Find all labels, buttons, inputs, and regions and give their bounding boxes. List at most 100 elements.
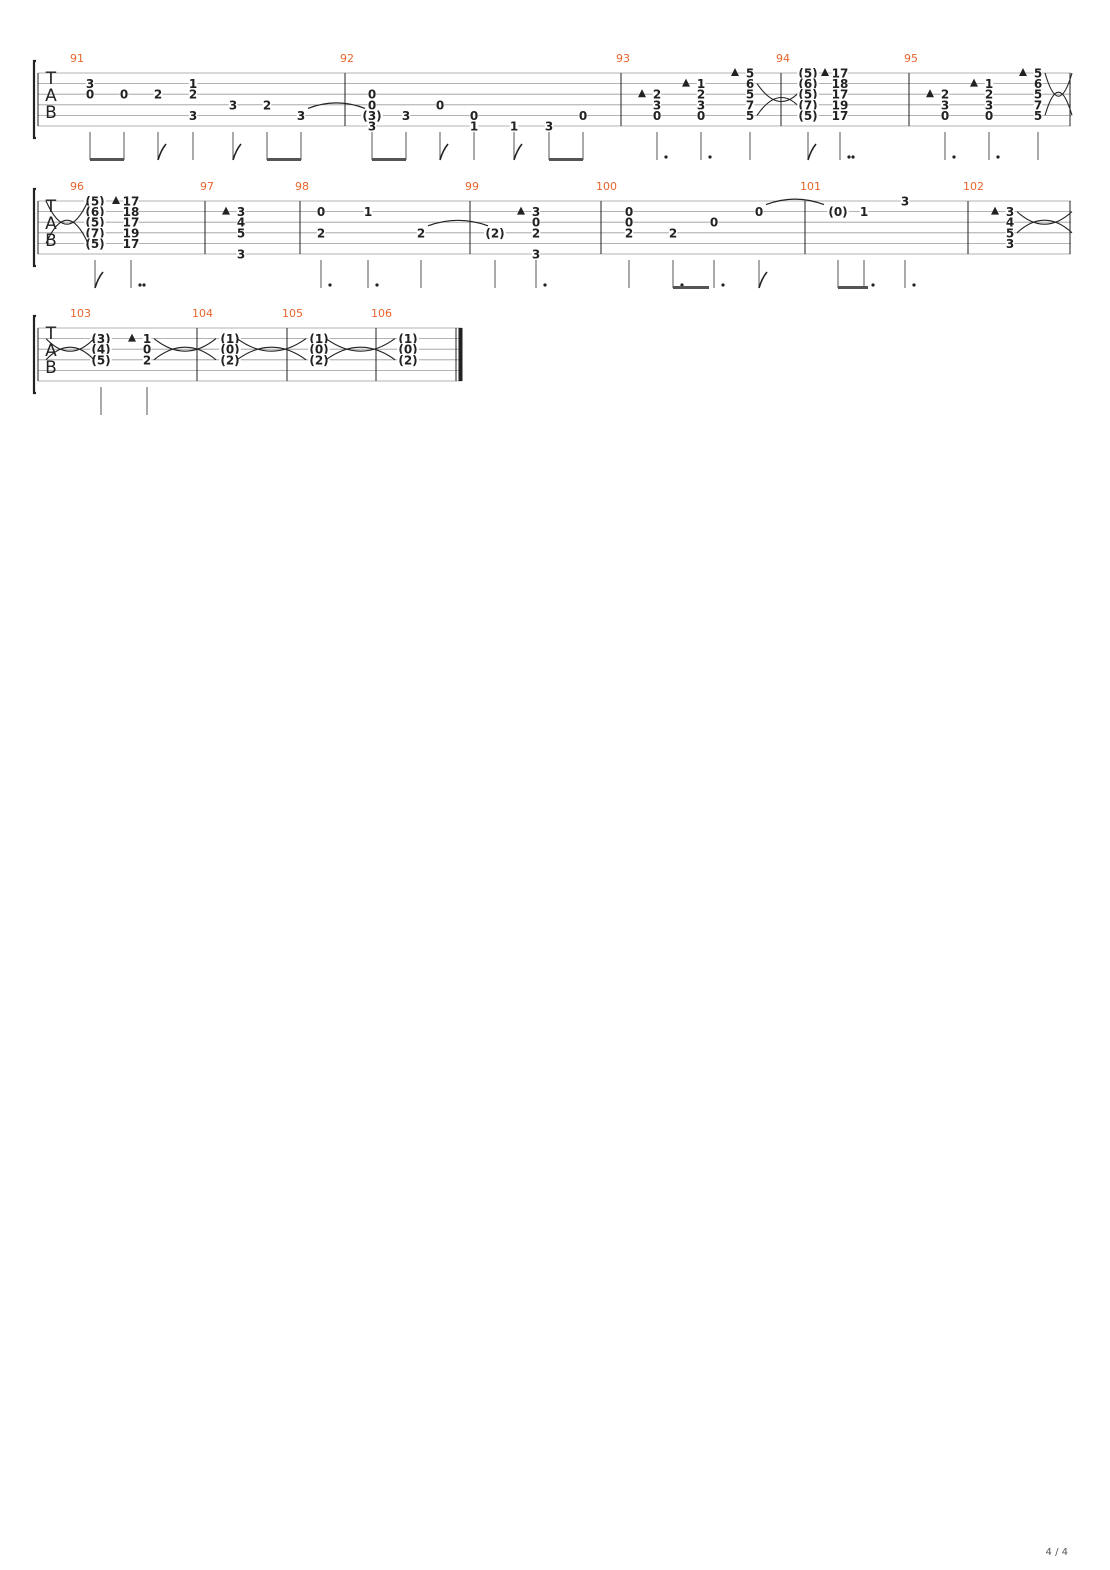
fret-number: 19	[832, 98, 849, 112]
tie-arc	[153, 338, 217, 352]
tie-arc	[1016, 211, 1073, 225]
tie-arc	[45, 200, 89, 225]
measure-number: 98	[295, 180, 309, 193]
system-bracket	[32, 314, 36, 395]
fret-background	[832, 98, 848, 111]
fret-background	[236, 248, 246, 260]
tab-note-column: 2	[668, 226, 684, 288]
system-bracket	[32, 59, 36, 140]
fret-background	[397, 353, 419, 366]
fret-number: (0)	[828, 205, 847, 219]
fret-number: 2	[143, 353, 151, 367]
fret-number: (5)	[798, 67, 817, 81]
fret-background	[142, 353, 152, 366]
tab-note-column: 1	[509, 120, 523, 161]
note-flag	[232, 143, 242, 161]
tab-clef-letter: T	[45, 69, 57, 89]
fret-background	[401, 109, 411, 122]
tab-note-column: 0	[578, 109, 588, 160]
duration-dot	[328, 283, 332, 287]
measure-number: 92	[340, 52, 354, 65]
fret-number: 19	[123, 226, 140, 240]
measure: 105(1)(0)(2)	[282, 307, 396, 381]
tie-arc	[45, 338, 95, 352]
measure: 104(1)(0)(2)	[192, 307, 307, 381]
accent-triangle-icon	[731, 68, 739, 76]
fret-number: (0)	[220, 343, 239, 357]
fret-background	[1033, 109, 1043, 122]
note-flag	[157, 143, 167, 161]
fret-background	[578, 109, 588, 122]
fret-number: 3	[237, 205, 245, 219]
tab-note-column: 3	[544, 120, 554, 160]
fret-background	[696, 88, 706, 101]
tie-arc	[45, 346, 95, 361]
fret-number: (0)	[398, 343, 417, 357]
fret-background	[624, 205, 634, 218]
duration-dot	[996, 155, 1000, 159]
fret-number: (6)	[798, 77, 817, 91]
duration-dot	[138, 283, 142, 287]
fret-number: 0	[625, 216, 633, 230]
fret-background	[397, 332, 419, 345]
measure-number: 99	[465, 180, 479, 193]
fret-number: 0	[697, 109, 705, 123]
fret-background	[709, 216, 719, 229]
fret-number: 2	[941, 88, 949, 102]
fret-number: 3	[229, 98, 237, 112]
tie-arc	[1044, 91, 1073, 116]
fret-background	[900, 195, 910, 207]
fret-background	[363, 205, 373, 218]
fret-background	[308, 332, 330, 345]
accent-triangle-icon	[222, 206, 230, 215]
fret-number: 17	[123, 237, 140, 251]
fret-number: (5)	[85, 195, 104, 209]
fret-background	[797, 98, 819, 111]
measure: 101(0)13	[800, 180, 969, 289]
tab-note-column: 0	[709, 216, 725, 288]
fret-number: 2	[625, 226, 633, 240]
fret-background	[696, 98, 706, 111]
tie-arc	[325, 338, 396, 352]
fret-number: 1	[189, 77, 197, 91]
tab-note-column: (2)	[484, 226, 506, 288]
fret-number: 18	[832, 77, 849, 91]
tie-arc	[236, 338, 307, 352]
fret-number: 3	[1006, 237, 1014, 251]
tie-arc	[765, 198, 825, 206]
fret-background	[832, 77, 848, 90]
duration-dot	[721, 283, 725, 287]
fret-number: 0	[143, 343, 151, 357]
note-flag	[513, 143, 523, 161]
fret-number: 3	[985, 98, 993, 112]
fret-number: 3	[237, 248, 245, 262]
tab-note-column: 01	[469, 109, 479, 160]
chord-tie	[236, 338, 307, 361]
measure-number: 105	[282, 307, 303, 320]
fret-number: 6	[1034, 77, 1042, 91]
fret-background	[1033, 67, 1043, 79]
fret-number: 1	[510, 120, 518, 134]
fret-background	[859, 205, 869, 218]
fret-background	[1005, 205, 1015, 218]
tab-note-column: 1	[859, 205, 875, 288]
fret-background	[940, 98, 950, 111]
measure-number: 97	[200, 180, 214, 193]
page-number: 4 / 4	[1045, 1547, 1068, 1558]
fret-number: 0	[710, 216, 718, 230]
fret-number: 1	[143, 332, 151, 346]
fret-background	[188, 109, 198, 122]
measure-number: 101	[800, 180, 821, 193]
fret-number: 0	[653, 109, 661, 123]
